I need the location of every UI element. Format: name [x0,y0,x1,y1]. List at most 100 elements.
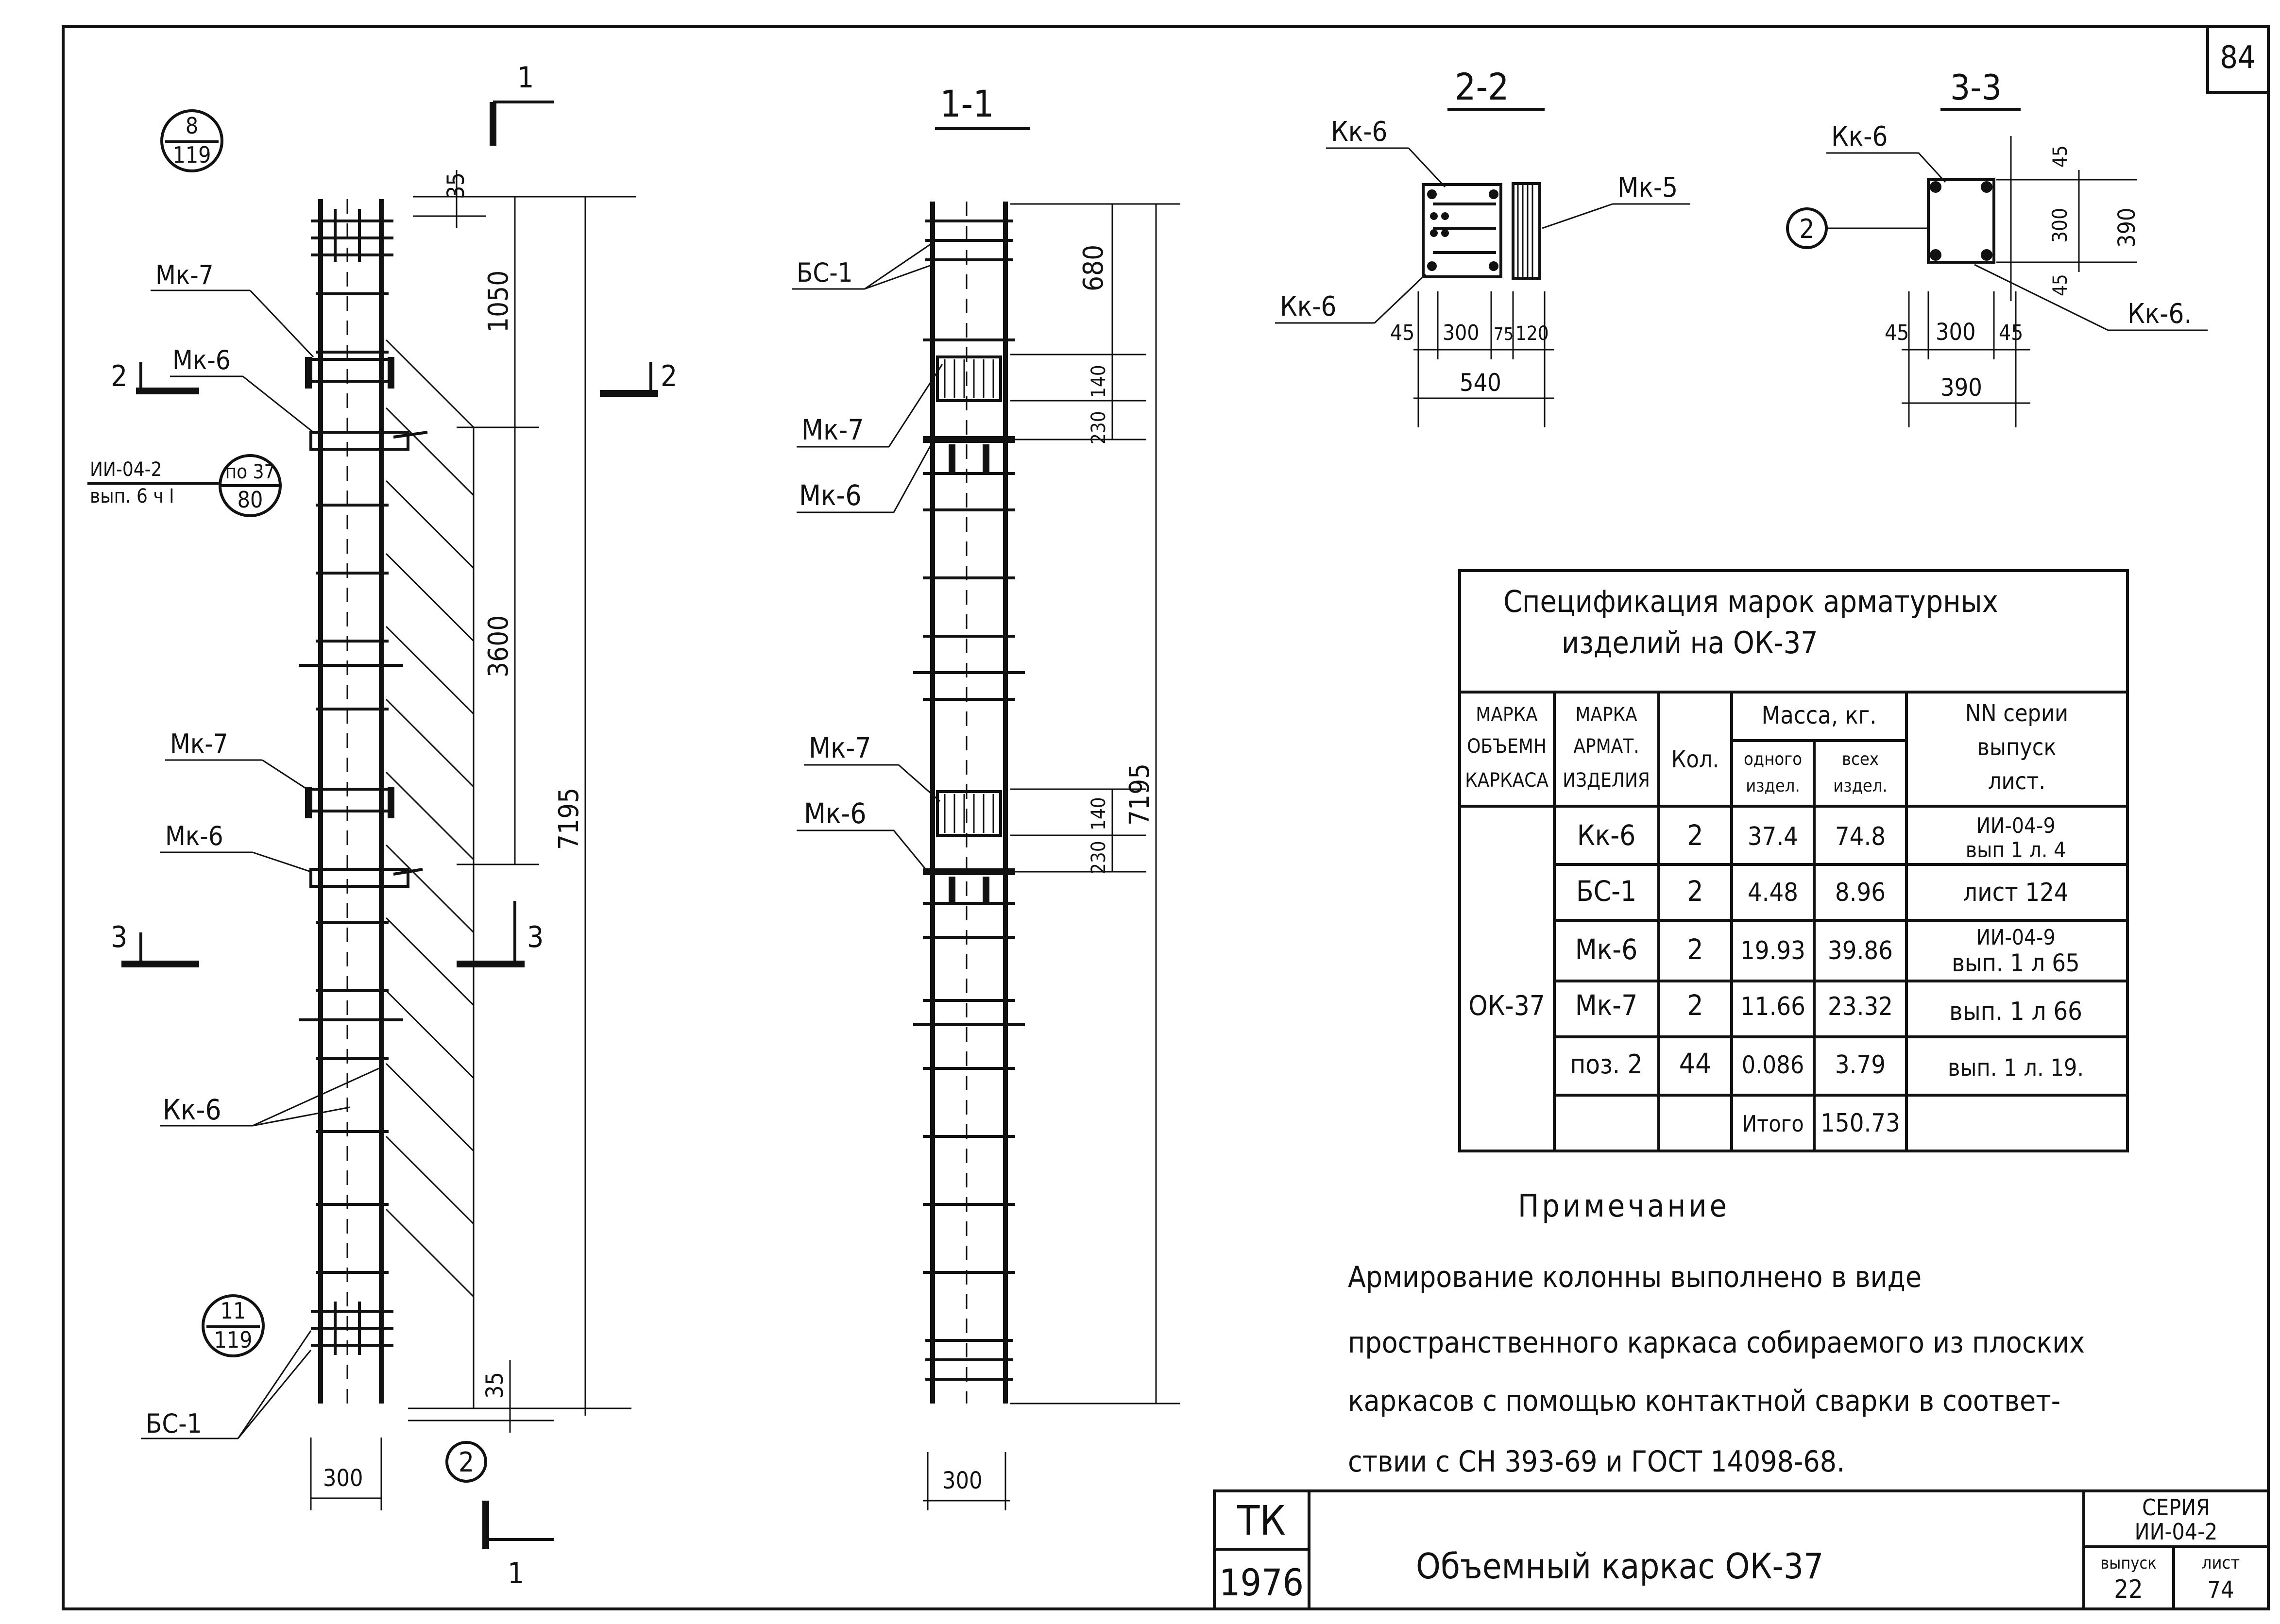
section-mark-2-left: 2 [111,359,127,393]
hdr-col6-1: NN серии [1965,700,2068,727]
tb-series-value: ИИ-04-2 [2135,1519,2218,1545]
total-value: 150.73 [1821,1109,1900,1138]
dim-3600: 3600 [483,615,514,677]
s22-mk5-label: Мк-5 [1617,172,1678,203]
hdr-col2-2: АРМАТ. [1573,735,1639,758]
s11-dim-140-upper: 140 [1088,365,1110,398]
tb-title: Объемный каркас ОК-37 [1416,1546,1823,1587]
section-mark-1-bottom: 1 [508,1556,524,1590]
s22-dim-300: 300 [1443,321,1480,345]
callout-8-bottom: 119 [173,142,211,168]
s33-kk6-top-label: Кк-6 [1831,121,1888,152]
kk6-label: Кк-6 [163,1093,221,1126]
callout-11-bottom: 119 [214,1327,253,1353]
s22-dim-45: 45 [1390,321,1414,345]
s33-dim-390-h: 390 [1940,373,1982,402]
note-line3: каркасов с помощью контактной сварки в с… [1348,1384,2060,1418]
spec-title-line2: изделий на ОК-37 [1562,625,1818,660]
s11-dim-140-lower: 140 [1088,797,1110,830]
s33-pos2-label: 2 [1800,214,1815,244]
row4-item: поз. 2 [1570,1049,1642,1080]
s11-bs1-label: БС-1 [797,257,853,288]
pos2-leaders [385,339,475,1408]
section-mark-1-top: 1 [517,61,534,95]
row3-ref-1: вып. 1 л 66 [1949,997,2082,1026]
s33-kk6-right-label: Кк-6. [2127,298,2192,330]
dim-1050: 1050 [483,271,514,333]
tb-year: 1976 [1219,1561,1304,1604]
note-line1: Армирование колонны выполнено в виде [1348,1260,1922,1294]
hdr-col5-1: всех [1842,749,1879,769]
hdr-col1-3: КАРКАСА [1465,769,1548,792]
bs1-top-mesh [311,209,393,262]
note-line2: пространственного каркаса собираемого из… [1348,1326,2085,1360]
callout-37-top: по 37 [225,461,275,483]
bs1-bottom-mesh [311,1302,393,1355]
ties [316,292,389,1274]
ref-series: ИИ-04-2 [90,458,162,481]
section-3-3-title: 3-3 [1950,67,2002,108]
hdr-col1-1: МАРКА [1476,704,1538,726]
hdr-col1-2: ОБЪЕМН [1467,735,1547,758]
spec-table: Спецификация марок арматурных изделий на… [1458,569,2129,1152]
s11-dim-680: 680 [1078,245,1109,291]
s11-dim-300: 300 [942,1467,982,1494]
mk7-lower-label: Мк-7 [170,728,228,759]
row2-qty: 2 [1687,933,1703,966]
row1-mass-all: 8.96 [1835,878,1886,907]
hdr-col3: Кол. [1671,746,1719,773]
s33-dim-45-right: 45 [1999,321,2023,345]
callout-37-bottom: 80 [238,487,263,513]
title-block: ТК 1976 Объемный каркас ОК-37 СЕРИЯ ИИ-0… [1213,1489,2270,1610]
dim-300: 300 [323,1465,363,1492]
hdr-col6-2: выпуск [1977,734,2056,761]
s22-kk6-bottom-label: Кк-6 [1280,291,1336,322]
row0-ref-1: ИИ-04-9 [1976,813,2055,838]
row2-ref-1: ИИ-04-9 [1976,925,2055,950]
dim-35-bottom: 35 [481,1372,509,1399]
mk7-upper-label: Мк-7 [155,260,214,290]
tb-sheet-label: лист [2202,1553,2240,1573]
ref-issue: вып. 6 ч I [90,485,174,508]
hdr-col2-1: МАРКА [1575,704,1637,726]
row4-qty: 44 [1679,1047,1711,1080]
section-2-2-title: 2-2 [1455,65,1509,108]
dim-35-top: 35 [442,172,470,199]
hdr-col45: Масса, кг. [1761,701,1876,729]
row0-qty: 2 [1687,819,1703,852]
note-heading: Примечание [1518,1188,1730,1224]
s11-mk6-upper-label: Мк-6 [799,479,862,512]
hdr-col5-2: издел. [1833,776,1888,796]
s33-dim-390-v: 390 [2113,208,2141,248]
row0-mass-one: 37.4 [1748,822,1798,851]
row0-item: Кк-6 [1577,819,1636,852]
s22-dim-75: 75 [1494,324,1514,344]
sheet-frame [62,25,2270,1610]
row2-ref-2: вып. 1 л 65 [1952,949,2079,977]
s33-dim-45-v: 45 [2049,274,2072,296]
elevation-dimensions [310,170,636,1510]
row1-item: БС-1 [1576,875,1636,908]
section-mark-3-left: 3 [111,920,127,954]
s22-dim-540: 540 [1460,369,1501,397]
row3-qty: 2 [1687,989,1703,1022]
row2-mass-all: 39.86 [1828,936,1893,965]
s11-dim-230-lower: 230 [1088,841,1110,874]
row3-item: Мк-7 [1575,989,1638,1022]
tb-sheet-value: 74 [2208,1576,2234,1604]
s22-kk6-top-label: Кк-6 [1331,116,1387,148]
row1-ref-1: лист 124 [1963,878,2068,907]
section-1-1-title: 1-1 [940,82,994,125]
mk6-upper-label: Мк-6 [172,345,231,375]
s33-dim-300-h: 300 [1936,319,1975,346]
section-3-3-view: 3-3 Кк-6 2 Кк-6. 45 300 45 390 45 300 45 [1786,67,2208,427]
note-line4: ствии с СН 393-69 и ГОСТ 14098-68. [1348,1445,1845,1479]
tb-issue-label: выпуск [2100,1554,2157,1573]
tb-issue-value: 22 [2114,1575,2143,1604]
section-1-1-view: 1-1 [792,82,1180,1510]
section-mark-2-right: 2 [661,359,677,393]
total-label: Итого [1742,1111,1804,1137]
s33-dim-45-left: 45 [1885,321,1909,345]
mk6-lower-label: Мк-6 [165,821,223,851]
